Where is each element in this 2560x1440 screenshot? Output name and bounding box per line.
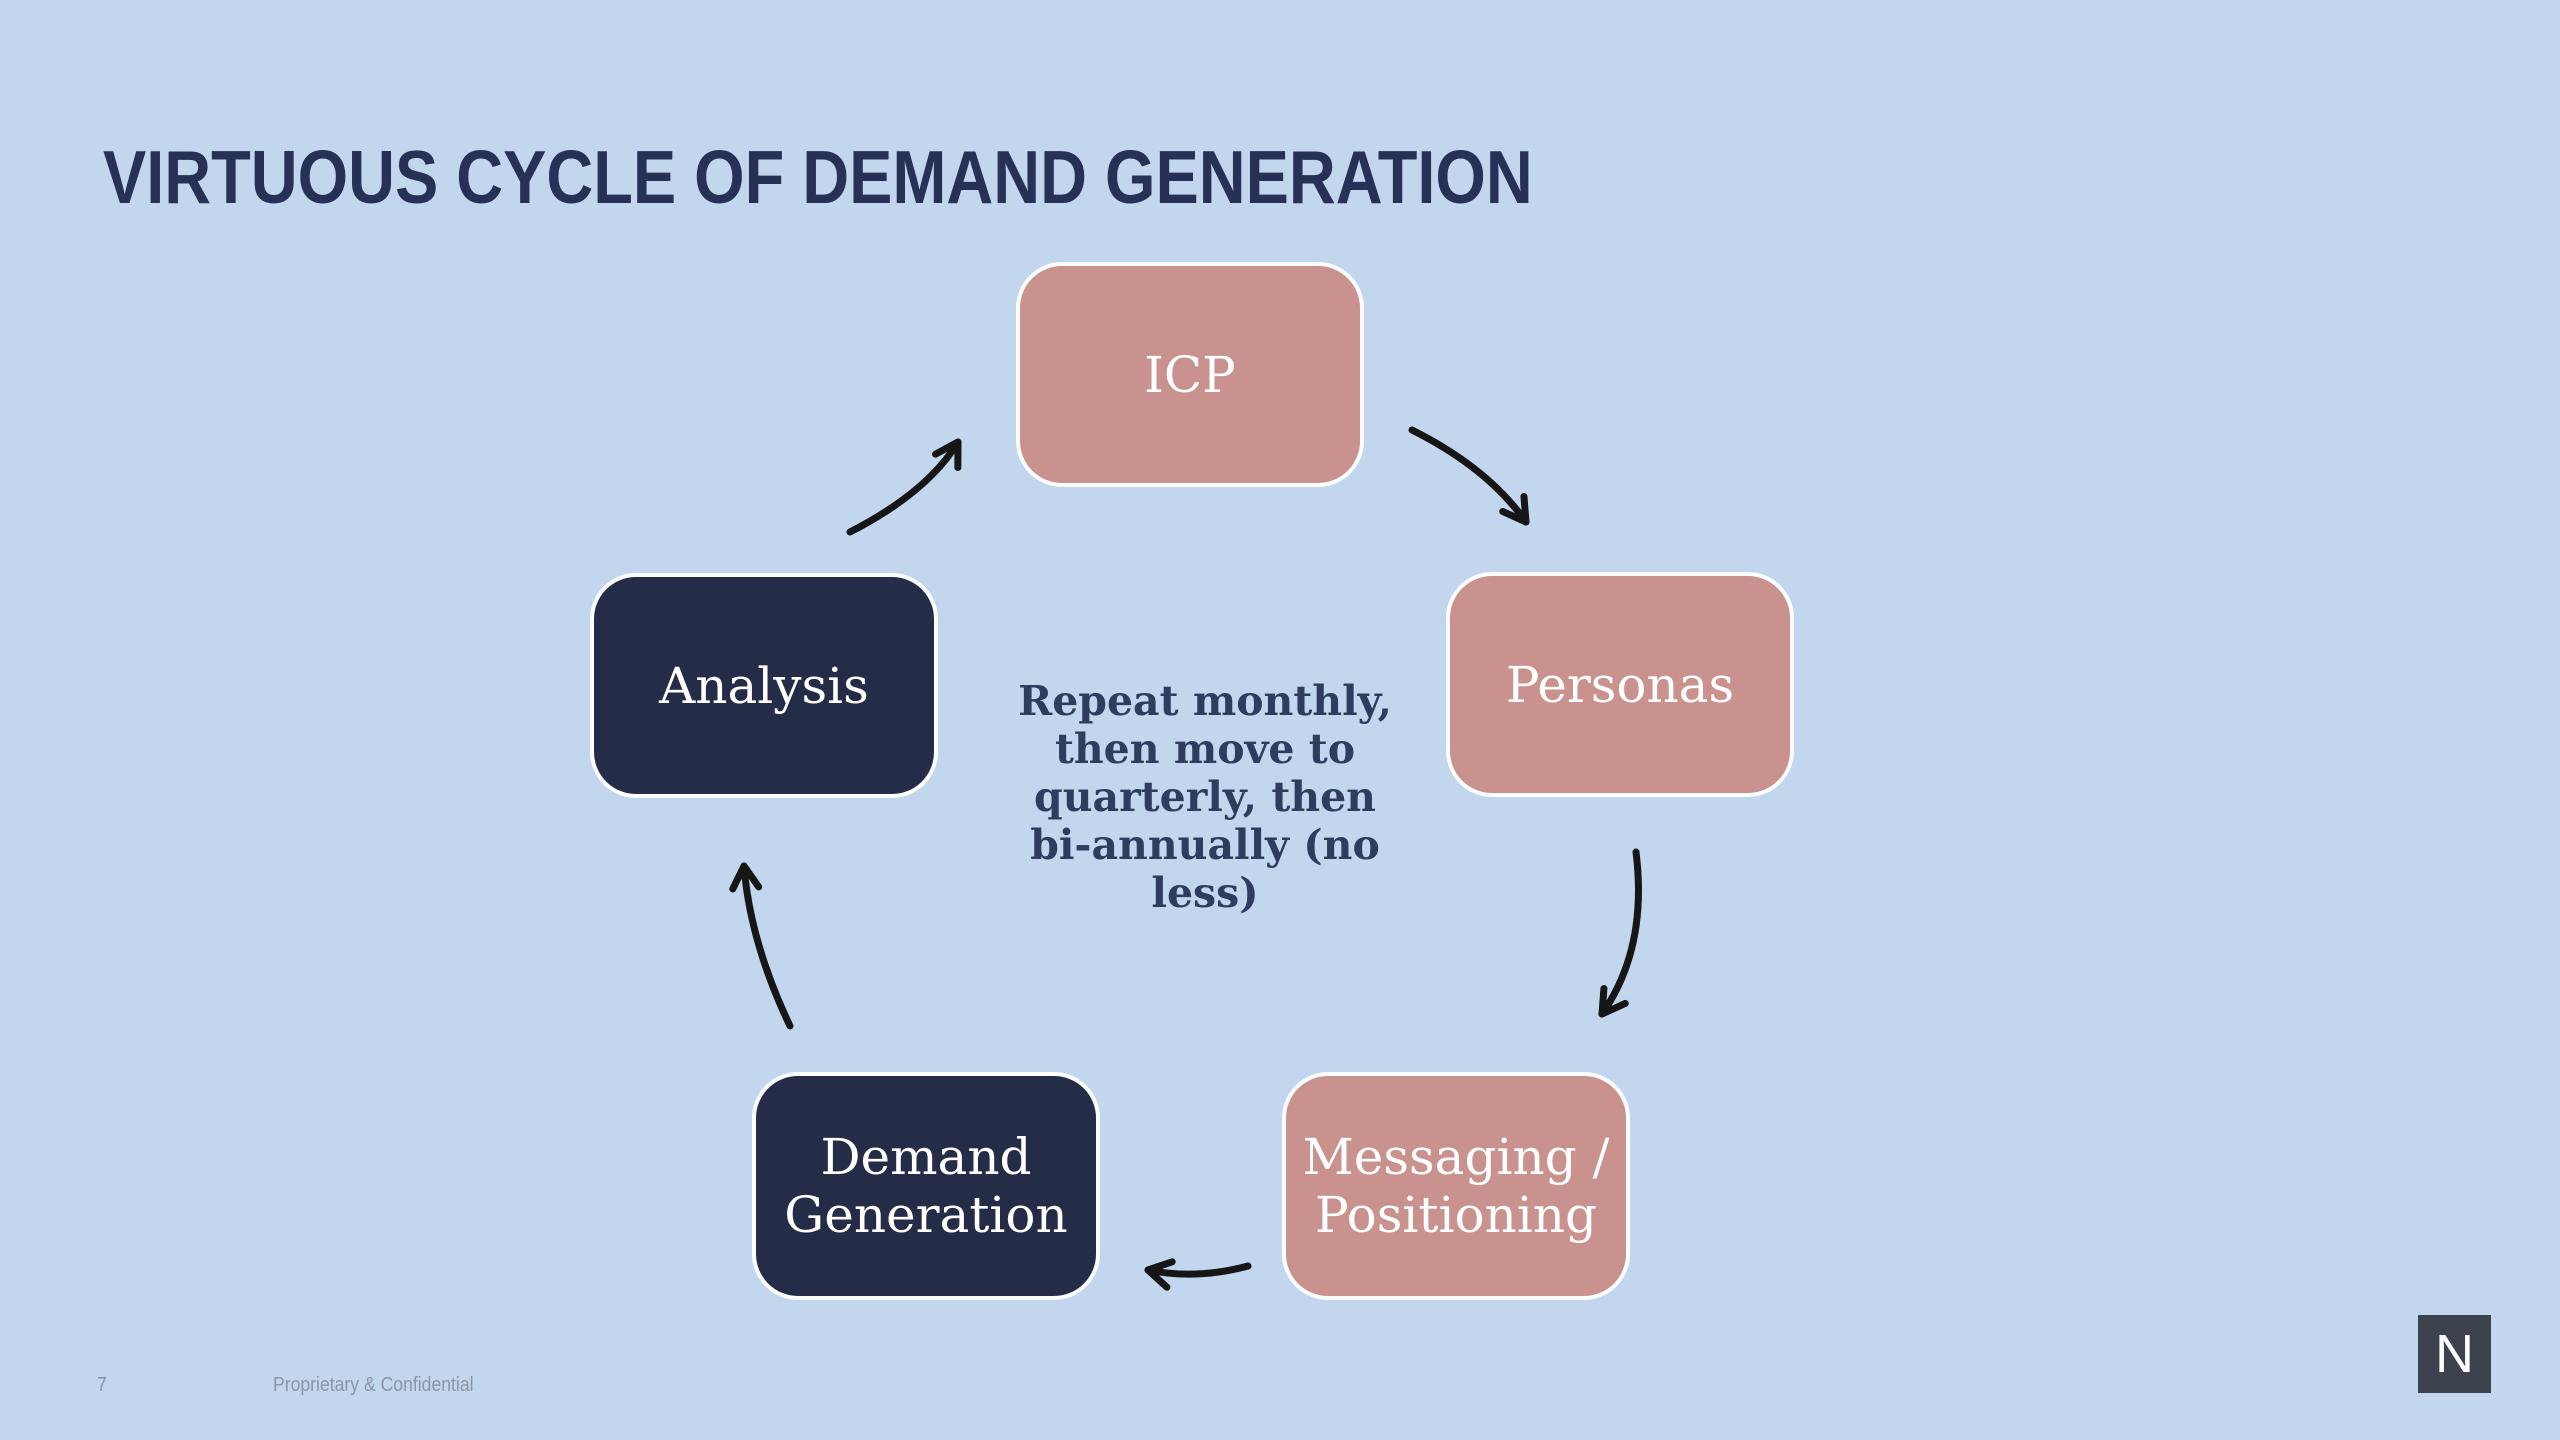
arrow-icp-to-personas-icon [1408, 426, 1530, 526]
node-icp: ICP [1016, 262, 1364, 487]
center-note-line: Repeat monthly, [1018, 677, 1392, 725]
center-note-line: quarterly, then [1034, 772, 1376, 821]
page-number: 7 [97, 1374, 107, 1396]
center-note-line: then move to [1054, 724, 1356, 773]
center-note: Repeat monthly, then move to quarterly, … [975, 677, 1435, 918]
node-analysis: Analysis [590, 573, 938, 798]
page-title: VIRTUOUS CYCLE OF DEMAND GENERATION [103, 135, 1533, 219]
node-demand-generation-label: Demand Generation [784, 1128, 1068, 1244]
node-analysis-label: Analysis [659, 656, 869, 715]
node-personas-label: Personas [1505, 655, 1735, 714]
arrow-demand-generation-to-analysis-icon [729, 862, 794, 1030]
arrow-personas-to-messaging-icon [1598, 848, 1642, 1018]
center-note-line: bi-annually (no less) [1030, 820, 1380, 917]
node-messaging-positioning: Messaging / Positioning [1282, 1072, 1630, 1300]
node-demand-generation: Demand Generation [752, 1072, 1100, 1300]
company-logo: N [2418, 1315, 2491, 1393]
arrow-analysis-to-icp-icon [846, 438, 962, 536]
arrow-messaging-to-demand-generation-icon [1144, 1258, 1252, 1291]
node-personas: Personas [1446, 572, 1794, 797]
logo-letter: N [2435, 1324, 2474, 1384]
node-messaging-positioning-label: Messaging / Positioning [1302, 1128, 1610, 1244]
node-icp-label: ICP [1144, 345, 1236, 404]
confidentiality-label: Proprietary & Confidential [273, 1374, 474, 1396]
